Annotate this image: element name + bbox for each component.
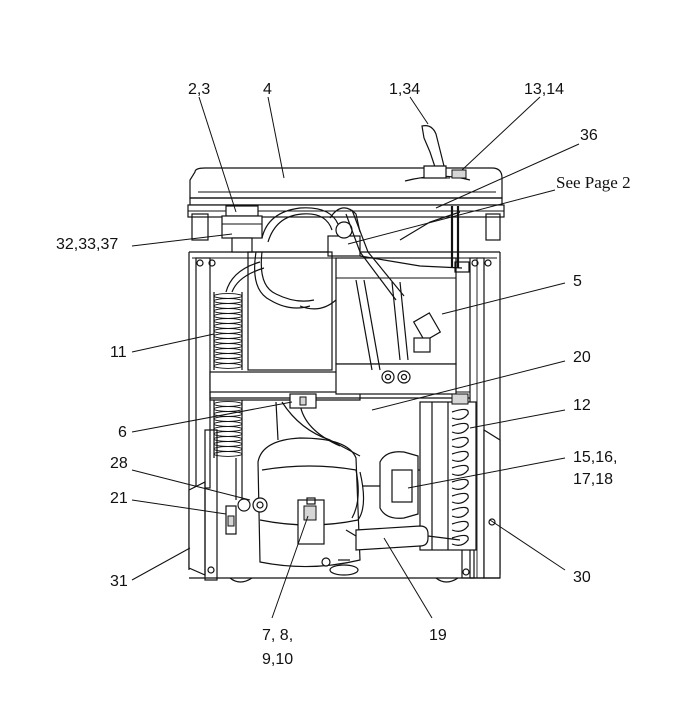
leader-lines [131, 96, 580, 619]
service-fittings [225, 497, 268, 535]
coil-turn [213, 338, 243, 344]
condenser-loop [451, 492, 469, 504]
callout-20: 20 [573, 349, 591, 366]
coil-turn [213, 401, 243, 407]
coil-turn [213, 323, 243, 329]
coil-turn [213, 343, 243, 349]
coil-turn [213, 348, 243, 354]
coil-turn [213, 313, 243, 319]
coil-turn [213, 353, 243, 359]
coil-turn [213, 436, 243, 442]
callout-13-14: 13,14 [524, 81, 564, 98]
condenser-loop [451, 506, 469, 518]
callout-31: 31 [110, 573, 128, 590]
callout-see-page-2: See Page 2 [556, 173, 631, 192]
coil-turn [213, 328, 243, 334]
callout-2-3: 2,3 [188, 81, 210, 98]
callout-15-16: 15,16, [573, 449, 617, 466]
callout-labels: 2,3 4 1,34 13,14 36 See Page 2 32,33,37 … [56, 81, 631, 668]
coil-turn [213, 441, 243, 447]
coil-spring [213, 261, 265, 500]
coil-turn [213, 431, 243, 437]
coil-turn [213, 363, 243, 369]
condenser [419, 393, 477, 551]
condenser-loop [451, 422, 469, 434]
callout-6: 6 [118, 424, 127, 441]
callout-1-34: 1,34 [389, 81, 420, 98]
coil-turn [213, 308, 243, 314]
coil-turn [213, 446, 243, 452]
callout-19: 19 [429, 627, 447, 644]
callout-9-10: 9,10 [262, 651, 293, 668]
callout-17-18: 17,18 [573, 471, 613, 488]
coil-turn [213, 318, 243, 324]
condenser-loop [451, 450, 469, 462]
callout-32-33-37: 32,33,37 [56, 236, 118, 253]
coil-turn [213, 451, 243, 457]
callout-5: 5 [573, 273, 582, 290]
callout-28: 28 [110, 455, 128, 472]
callout-11: 11 [110, 344, 127, 361]
fan-motor [362, 451, 420, 519]
coil-turn [213, 333, 243, 339]
callout-7-8: 7, 8, [262, 627, 293, 644]
condenser-loop [451, 534, 469, 546]
callout-4: 4 [263, 81, 272, 98]
drier-tube [345, 525, 461, 551]
callout-12: 12 [573, 397, 591, 414]
coil-turn [213, 358, 243, 364]
coil-turn [213, 426, 243, 432]
condenser-loop [451, 436, 469, 448]
drain-assembly [221, 205, 263, 253]
bubbler-spout [420, 125, 467, 179]
chiller-tank [335, 257, 457, 395]
callout-30: 30 [573, 569, 591, 586]
condenser-loop [451, 520, 469, 532]
coil-turn [213, 298, 243, 304]
condenser-loop [451, 478, 469, 490]
callout-21: 21 [110, 490, 128, 507]
coil-turn [213, 421, 243, 427]
regulator-fittings [327, 206, 470, 301]
coil-turn [213, 406, 243, 412]
compressor [257, 393, 365, 576]
coil-turn [213, 303, 243, 309]
coil-turn [213, 416, 243, 422]
coil-turn [213, 293, 243, 299]
condenser-loop [451, 464, 469, 476]
condenser-loop [451, 408, 469, 420]
callout-36: 36 [580, 127, 598, 144]
